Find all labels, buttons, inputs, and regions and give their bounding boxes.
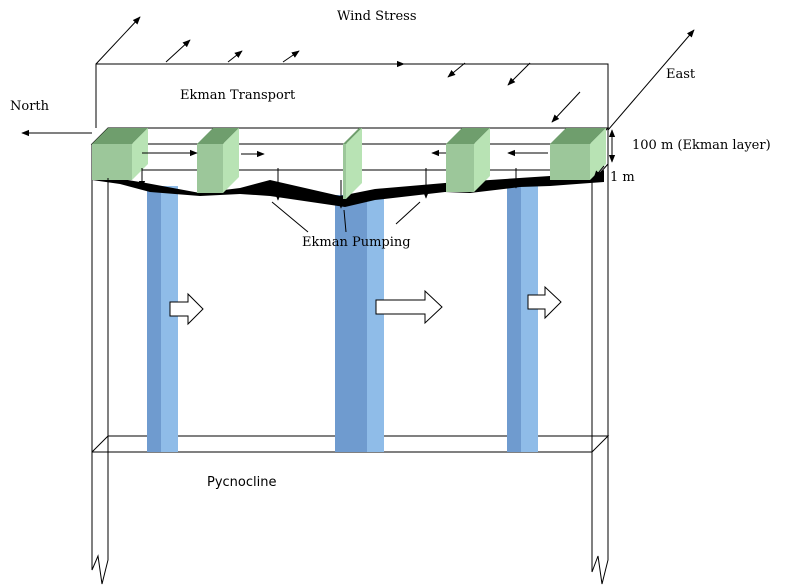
north-label: North <box>10 99 50 114</box>
one-meter-label: 1 m <box>610 170 635 185</box>
east-arrow <box>607 29 695 131</box>
wind-stress-label: Wind Stress <box>337 9 417 24</box>
ekman-pumping-label: Ekman Pumping <box>302 235 411 250</box>
wind-stress-frame <box>95 16 609 128</box>
ekman-transport-arrows <box>142 149 548 158</box>
east-label: East <box>666 67 696 82</box>
lower-box-sides <box>91 164 609 585</box>
depth-markers <box>593 129 616 179</box>
pycnocline-label: Pycnocline <box>207 475 276 490</box>
black-pumping-layer <box>92 170 604 207</box>
ekman-pumping-arrows <box>138 168 520 233</box>
green-blocks <box>92 128 606 199</box>
ekman-transport-label: Ekman Transport <box>180 88 296 103</box>
wind-stress-arrows <box>165 39 531 86</box>
axes-arrows <box>21 29 695 137</box>
hollow-flow-arrows <box>169 285 562 326</box>
ekman-layer-label: 100 m (Ekman layer) <box>632 138 771 153</box>
blue-columns <box>147 186 538 452</box>
